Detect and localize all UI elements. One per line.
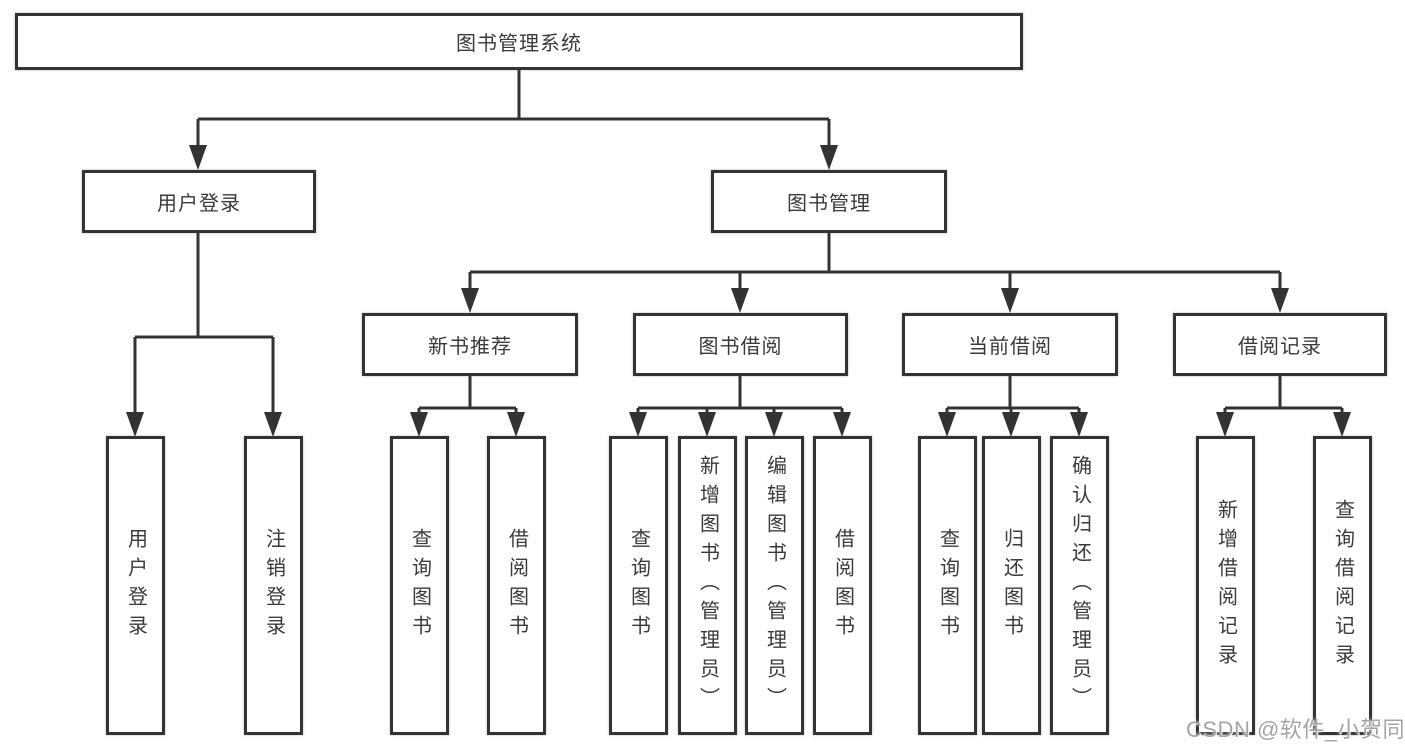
leaf-borrowing-query-books-label: 查询图书: [627, 527, 650, 644]
leaf-borrowing-query-books: 查询图书: [609, 436, 668, 735]
leaf-current-query-books-label: 查询图书: [936, 527, 959, 644]
leaf-recommend-query-books-label: 查询图书: [408, 527, 431, 644]
arrow-down-icon: [1333, 412, 1351, 437]
arrow-down-icon: [1002, 412, 1020, 437]
leaf-borrowing-borrow-books: 借阅图书: [813, 436, 872, 735]
leaf-borrowing-borrow-books-label: 借阅图书: [831, 527, 854, 644]
leaf-recommend-query-books: 查询图书: [390, 436, 449, 735]
arrow-down-icon: [461, 288, 479, 313]
leaf-return-books: 归还图书: [982, 436, 1041, 735]
node-current-borrowing-label: 当前借阅: [968, 336, 1052, 358]
node-borrowing-records: 借阅记录: [1173, 313, 1387, 376]
node-user-login-label: 用户登录: [157, 193, 241, 215]
node-user-login: 用户登录: [82, 170, 316, 233]
arrow-down-icon: [833, 412, 851, 437]
leaf-recommend-borrow-books: 借阅图书: [487, 436, 546, 735]
leaf-user-login-label: 用户登录: [124, 527, 147, 644]
arrow-down-icon: [410, 412, 428, 437]
node-book-management: 图书管理: [711, 170, 947, 233]
leaf-add-books-admin-label: 新增图书（管理员）: [696, 455, 719, 716]
arrow-down-icon: [189, 145, 207, 170]
leaf-query-borrow-record: 查询借阅记录: [1313, 436, 1372, 735]
arrow-down-icon: [629, 412, 647, 437]
node-book-management-label: 图书管理: [787, 193, 871, 215]
node-new-book-recommendation-label: 新书推荐: [428, 336, 512, 358]
node-borrowing-records-label: 借阅记录: [1238, 336, 1322, 358]
leaf-current-query-books: 查询图书: [918, 436, 977, 735]
leaf-add-books-admin: 新增图书（管理员）: [678, 436, 737, 735]
arrow-down-icon: [698, 412, 716, 437]
leaf-add-borrow-record: 新增借阅记录: [1196, 436, 1255, 735]
leaf-query-borrow-record-label: 查询借阅记录: [1331, 498, 1354, 673]
node-current-borrowing: 当前借阅: [902, 313, 1118, 376]
arrow-down-icon: [507, 412, 525, 437]
arrow-down-icon: [820, 145, 838, 170]
leaf-logout-label: 注销登录: [262, 527, 285, 644]
arrow-down-icon: [765, 412, 783, 437]
leaf-recommend-borrow-books-label: 借阅图书: [505, 527, 528, 644]
node-root-label: 图书管理系统: [456, 33, 582, 55]
arrow-down-icon: [264, 412, 282, 437]
arrow-down-icon: [731, 288, 749, 313]
node-book-borrowing-label: 图书借阅: [698, 336, 783, 358]
leaf-edit-books-admin-label: 编辑图书（管理员）: [763, 455, 786, 716]
leaf-edit-books-admin: 编辑图书（管理员）: [745, 436, 804, 735]
csdn-watermark: CSDN @软件_小贺同学: [1186, 717, 1405, 742]
leaf-logout: 注销登录: [244, 436, 303, 735]
node-new-book-recommendation: 新书推荐: [362, 313, 578, 376]
arrow-down-icon: [1001, 288, 1019, 313]
arrow-down-icon: [1271, 288, 1289, 313]
leaf-return-books-label: 归还图书: [1000, 527, 1023, 644]
arrow-down-icon: [938, 412, 956, 437]
leaf-user-login: 用户登录: [106, 436, 165, 735]
leaf-confirm-return-admin-label: 确认归还（管理员）: [1068, 455, 1091, 716]
arrow-down-icon: [1216, 412, 1234, 437]
node-root: 图书管理系统: [15, 13, 1023, 70]
node-book-borrowing: 图书借阅: [633, 313, 848, 376]
leaf-add-borrow-record-label: 新增借阅记录: [1214, 498, 1237, 673]
arrow-down-icon: [126, 412, 144, 437]
leaf-confirm-return-admin: 确认归还（管理员）: [1050, 436, 1109, 735]
arrow-down-icon: [1070, 412, 1088, 437]
